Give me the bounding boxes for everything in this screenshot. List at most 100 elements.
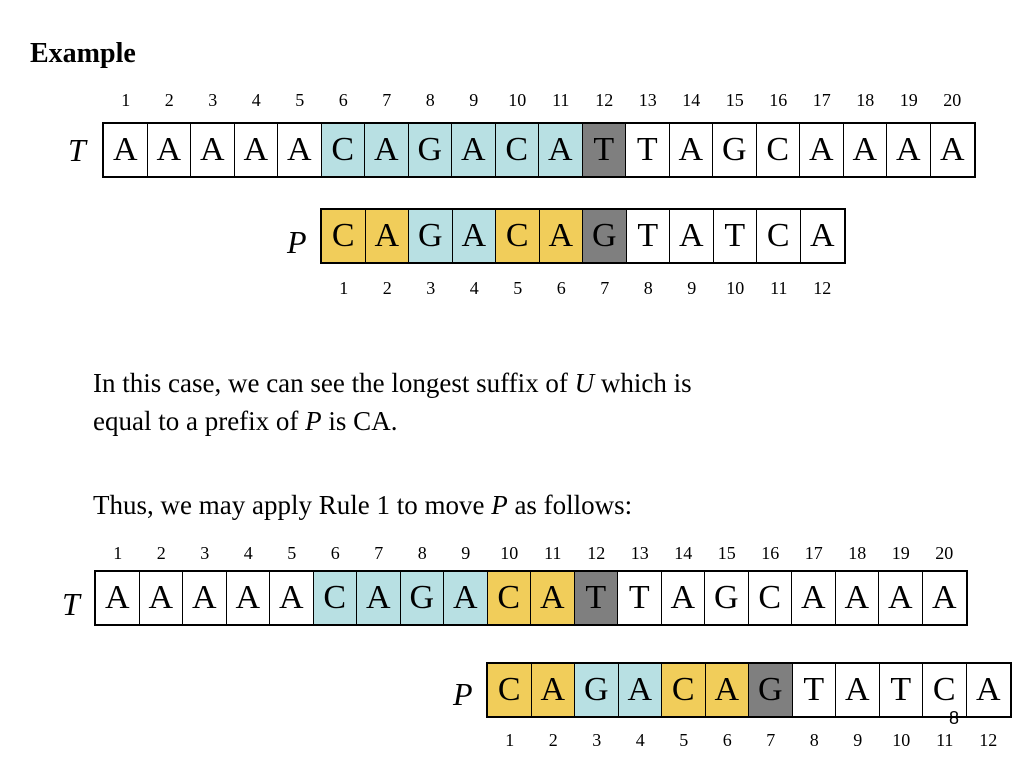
sequence-cell: A	[836, 664, 880, 716]
sequence-cell: A	[278, 124, 322, 176]
second-pattern-label: P	[453, 676, 473, 712]
sequence-cell: T	[713, 210, 757, 262]
sequence-cell: G	[583, 210, 627, 262]
index-number: 4	[635, 730, 645, 750]
index-number: 10	[500, 543, 519, 563]
sequence-cell: T	[879, 664, 923, 716]
index-number: 11	[770, 278, 788, 298]
sequence-cell: A	[531, 572, 575, 624]
index-number: 2	[548, 730, 558, 750]
sequence-cell: A	[843, 124, 887, 176]
sequence-cell: A	[705, 664, 749, 716]
rule-text-1: Thus, we may apply Rule 1 to move	[93, 490, 492, 520]
sequence-cell: C	[487, 572, 531, 624]
sequence-cell: T	[792, 664, 836, 716]
sequence-cell: A	[661, 572, 705, 624]
sequence-cell: A	[234, 124, 278, 176]
sequence-cell: A	[800, 210, 844, 262]
sequence-cell: A	[226, 572, 270, 624]
rule-paragraph: Thus, we may apply Rule 1 to move P as f…	[93, 486, 913, 524]
index-number: 14	[674, 543, 693, 563]
index-number: 6	[722, 730, 732, 750]
sequence-cell: T	[574, 572, 618, 624]
index-number: 11	[936, 730, 954, 750]
second-text-label: T	[62, 586, 80, 622]
sequence-cell: A	[539, 124, 583, 176]
sequence-cell: G	[713, 124, 757, 176]
sequence-cell: A	[800, 124, 844, 176]
index-number: 11	[552, 90, 570, 110]
index-number: 3	[208, 90, 218, 110]
index-number: 4	[243, 543, 253, 563]
index-number: 8	[417, 543, 427, 563]
explanation-text-4: is CA.	[321, 406, 398, 436]
sequence-cell: C	[662, 664, 706, 716]
index-number: 20	[935, 543, 954, 563]
sequence-cell: A	[365, 124, 409, 176]
sequence-cell: A	[139, 572, 183, 624]
sequence-cell: G	[409, 210, 453, 262]
index-number: 1	[121, 90, 131, 110]
index-number: 3	[200, 543, 210, 563]
sequence-cell: A	[835, 572, 879, 624]
sequence-cell: G	[749, 664, 793, 716]
index-number: 9	[469, 90, 479, 110]
index-number: 1	[505, 730, 515, 750]
index-number: 19	[899, 90, 918, 110]
sequence-cell: G	[705, 572, 749, 624]
index-number: 18	[848, 543, 867, 563]
index-number: 5	[513, 278, 523, 298]
index-number: 19	[891, 543, 910, 563]
explanation-text-3: equal to a prefix of	[93, 406, 306, 436]
sequence-cell: C	[488, 664, 532, 716]
sequence-cell: A	[444, 572, 488, 624]
sequence-cell: A	[879, 572, 923, 624]
index-number: 14	[682, 90, 701, 110]
index-number: 1	[113, 543, 123, 563]
sequence-cell: A	[270, 572, 314, 624]
index-number: 10	[508, 90, 527, 110]
index-number: 7	[382, 90, 392, 110]
sequence-cell: T	[626, 210, 670, 262]
sequence-cell: A	[539, 210, 583, 262]
index-number: 12	[979, 730, 998, 750]
sequence-cell: C	[495, 124, 539, 176]
sequence-cell: T	[618, 572, 662, 624]
sequence-cell: G	[408, 124, 452, 176]
explanation-text-1: In this case, we can see the longest suf…	[93, 368, 575, 398]
index-number: 9	[687, 278, 697, 298]
index-number: 15	[725, 90, 744, 110]
index-number: 1	[339, 278, 349, 298]
index-number: 9	[461, 543, 471, 563]
index-number: 10	[726, 278, 745, 298]
rule-text-2: as follows:	[507, 490, 633, 520]
sequence-cell: C	[313, 572, 357, 624]
index-number: 3	[592, 730, 602, 750]
sequence-cell: C	[322, 210, 366, 262]
index-number: 9	[853, 730, 863, 750]
explanation-text-2: which is	[594, 368, 692, 398]
sequence-cell: C	[923, 664, 967, 716]
sequence-cell: A	[966, 664, 1010, 716]
index-number: 7	[766, 730, 776, 750]
index-number: 7	[374, 543, 384, 563]
index-number: 6	[556, 278, 566, 298]
sequence-cell: A	[191, 124, 235, 176]
sequence-cell: C	[756, 124, 800, 176]
sequence-cell: A	[922, 572, 966, 624]
index-number: 18	[856, 90, 875, 110]
sequence-cell: C	[748, 572, 792, 624]
sequence-cell: A	[104, 124, 148, 176]
sequence-cell: A	[887, 124, 931, 176]
sequence-cell: T	[626, 124, 670, 176]
sequence-cell: A	[618, 664, 662, 716]
slide-title: Example	[30, 38, 136, 69]
index-number: 13	[630, 543, 649, 563]
sequence-cell: A	[930, 124, 974, 176]
sequence-cell: A	[357, 572, 401, 624]
sequence-cell: G	[400, 572, 444, 624]
